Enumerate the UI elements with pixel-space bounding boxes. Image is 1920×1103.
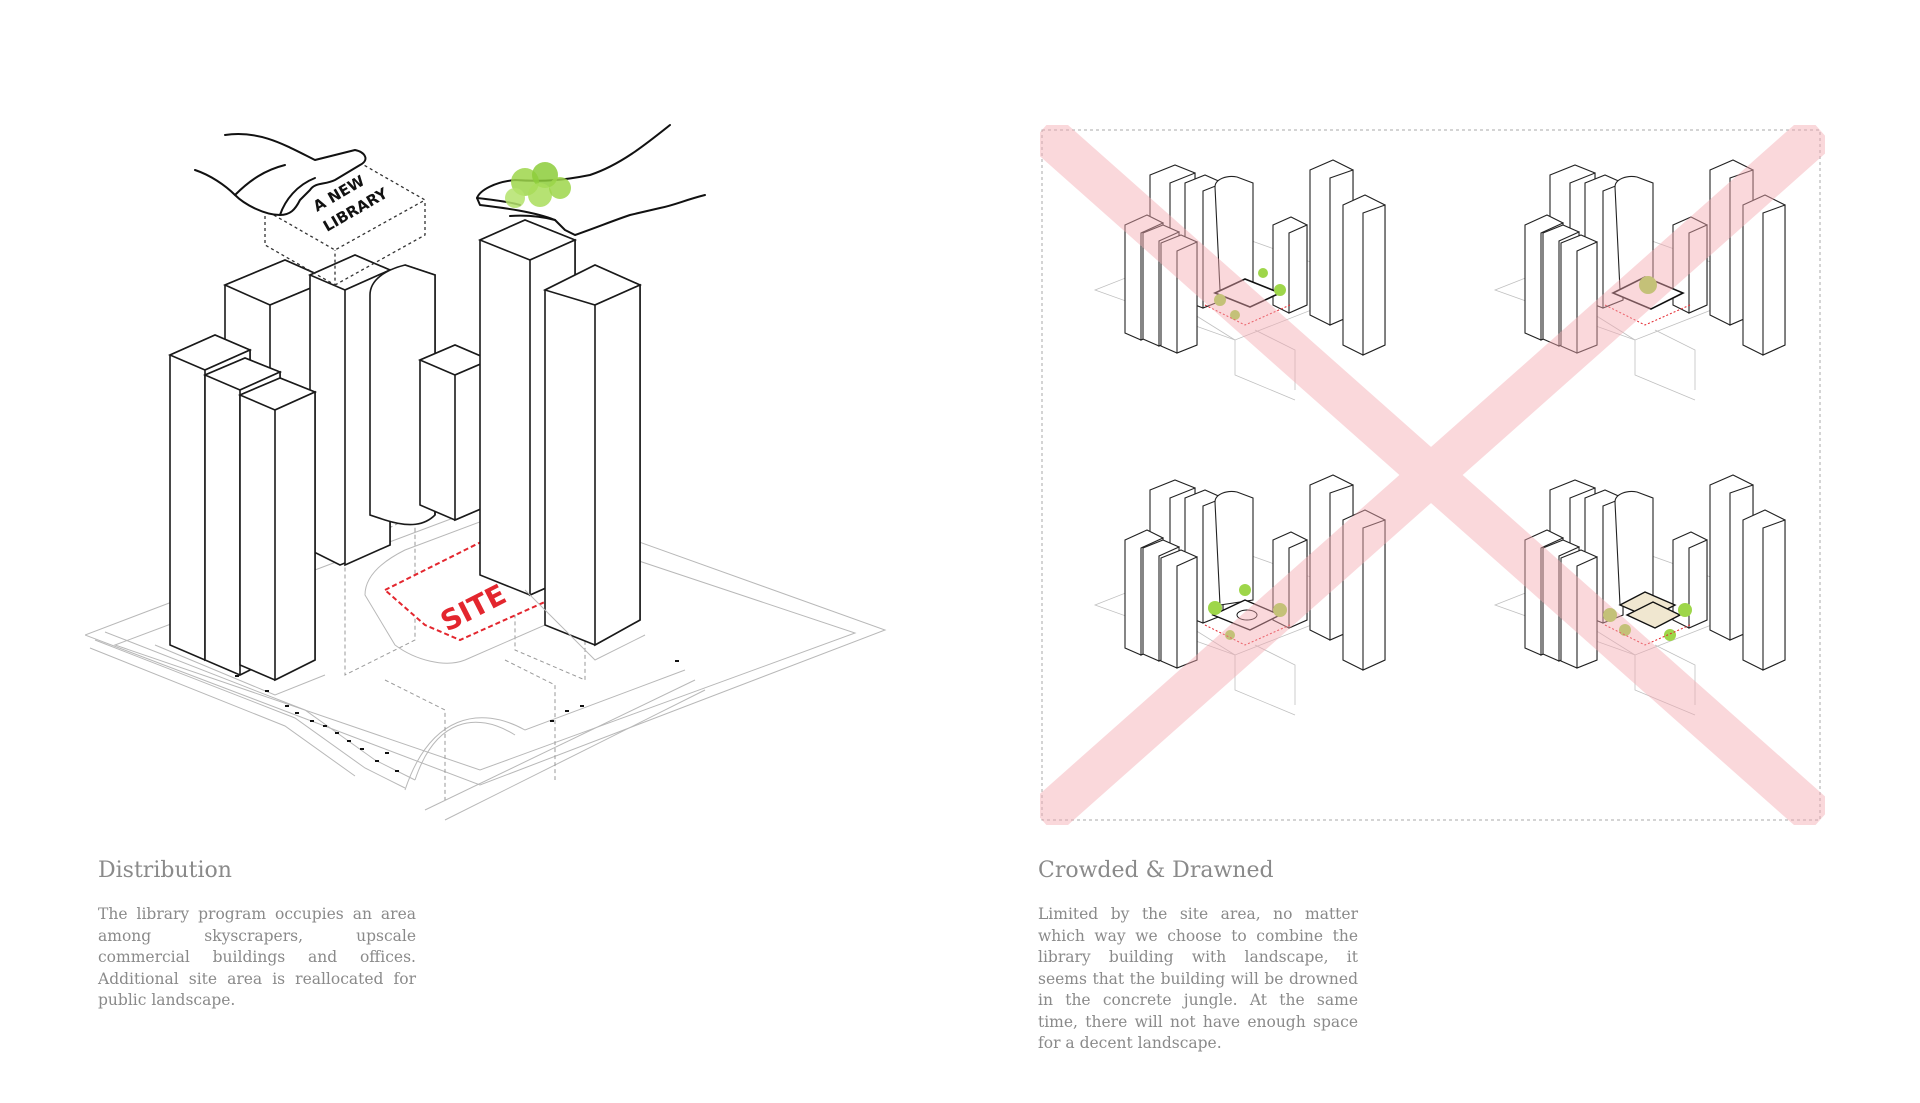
building-tall-right-b	[542, 264, 642, 647]
hand-left-icon	[194, 133, 367, 216]
tree-cluster-icon	[505, 162, 571, 208]
rejection-cross	[1028, 114, 1834, 836]
distribution-isometric-svg: .b { fill:#fff; stroke:#1a1a1a; stroke-w…	[83, 124, 887, 821]
building-front-left-c	[237, 377, 318, 682]
crowded-grid-svg: .sb { fill:#fff; stroke:#222; stroke-wid…	[1028, 114, 1834, 836]
distribution-title: Distribution	[98, 858, 232, 883]
variant-4	[1494, 474, 1786, 716]
distribution-diagram: .b { fill:#fff; stroke:#1a1a1a; stroke-w…	[83, 120, 905, 835]
hand-right-icon	[476, 124, 706, 236]
distribution-description: The library program occupies an area amo…	[98, 905, 416, 1009]
crowded-description: Limited by the site area, no matter whic…	[1038, 905, 1358, 1052]
grid-frame	[1041, 129, 1821, 821]
crowded-title: Crowded & Drawned	[1038, 858, 1274, 883]
traffic	[235, 660, 679, 772]
variant-3	[1094, 474, 1386, 716]
crowded-diagram: .sb { fill:#fff; stroke:#222; stroke-wid…	[1028, 114, 1834, 836]
variant-1	[1094, 159, 1386, 401]
variant-2	[1494, 159, 1786, 401]
